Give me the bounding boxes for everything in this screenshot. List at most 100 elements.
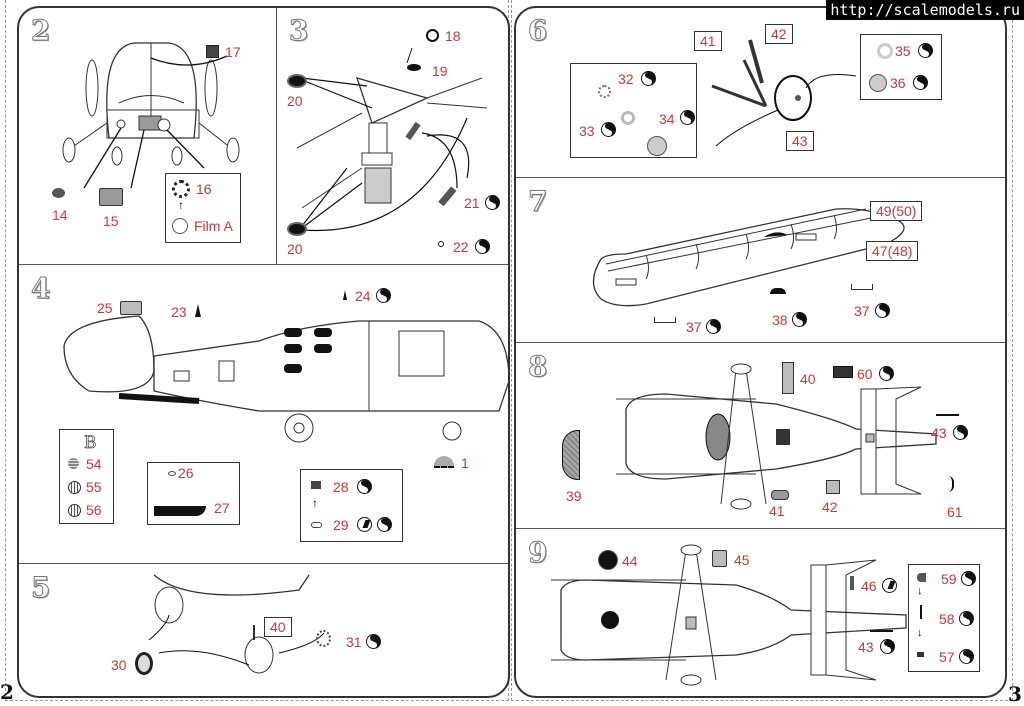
step-number: 8 — [527, 350, 548, 384]
part-14-icon — [52, 188, 65, 198]
helicopter-top-view-underside — [551, 544, 907, 686]
both-sides-icon — [953, 425, 968, 440]
part-label-29: 29 — [333, 517, 349, 533]
both-sides-icon — [913, 75, 928, 90]
part-17-icon — [206, 45, 219, 58]
part-label-15: 15 — [103, 213, 119, 229]
both-sides-icon — [485, 195, 500, 210]
part-61-icon — [948, 476, 954, 492]
part-label-14: 14 — [52, 207, 68, 223]
part-39-icon — [562, 430, 580, 480]
part-38-icon — [770, 288, 786, 294]
part-46-icon — [850, 576, 854, 590]
step-2-panel: 2 17 14 15 16 — [19, 8, 277, 265]
both-sides-icon — [879, 366, 894, 381]
part-label-31: 31 — [346, 634, 362, 650]
part-16-icon — [172, 180, 190, 198]
part-label-41: 41 — [769, 503, 785, 519]
step-number: 4 — [30, 272, 51, 306]
page-left: 2 17 14 15 16 — [17, 6, 510, 698]
part-label-38: 38 — [772, 312, 788, 328]
step-9-panel: 9 44 45 46 43 59 ↓ 58 ↓ — [516, 530, 1005, 696]
both-sides-icon — [366, 634, 381, 649]
part-label-44: 44 — [622, 553, 638, 569]
both-sides-icon — [792, 312, 807, 327]
part-54-icon — [68, 458, 79, 469]
helicopter-top-view — [616, 363, 937, 510]
part-label-22: 22 — [453, 239, 469, 255]
part-41-icon — [771, 490, 789, 500]
step-4-panel: 4 25 23 24 1 B 54 — [19, 266, 508, 564]
part-19-icon — [407, 64, 421, 71]
part-ref-43: 43 — [786, 131, 814, 151]
step-6-panel: 6 32 33 34 41 42 43 35 — [516, 8, 1005, 178]
part-56-icon — [68, 504, 81, 517]
step-number: 6 — [527, 14, 548, 48]
part-ref-42: 42 — [765, 24, 793, 44]
part-24-icon — [343, 290, 347, 300]
step-number: 7 — [527, 185, 548, 219]
page-number-right: 3 — [1008, 682, 1022, 706]
detail-box-26-27: 26 27 — [147, 462, 240, 525]
part-35-icon — [877, 43, 893, 59]
part-37-icon — [654, 317, 676, 323]
detail-box-35-36: 35 36 — [860, 34, 942, 100]
step-number: 3 — [288, 14, 309, 48]
both-sides-icon — [959, 611, 974, 626]
wheel-strut-drawing — [711, 39, 857, 147]
detail-box-57-59: 59 ↓ 58 ↓ 57 — [908, 564, 980, 672]
both-sides-icon — [706, 319, 721, 334]
both-sides-icon — [601, 122, 616, 137]
part-32-icon — [598, 85, 611, 98]
part-29-icon — [311, 522, 322, 528]
part-30-icon — [135, 652, 153, 675]
both-sides-icon — [641, 71, 656, 86]
part-label-25: 25 — [97, 300, 113, 316]
step-7-panel: 7 49(50) 47(48) 37 38 37 — [516, 179, 1005, 343]
rotor-head-drawing — [296, 47, 488, 232]
arrow-up-icon: ↑ — [178, 198, 184, 212]
step-8-panel: 8 39 40 60 43 41 42 61 — [516, 344, 1005, 529]
both-sides-icon — [680, 110, 695, 125]
part-label-60: 60 — [857, 366, 873, 382]
part-label-46: 46 — [861, 578, 877, 594]
both-sides-icon — [961, 571, 976, 586]
part-label-40: 40 — [800, 371, 816, 387]
part-15-icon — [99, 188, 123, 206]
part-label-17: 17 — [225, 44, 241, 60]
float-drawing — [592, 208, 905, 307]
part-25-icon — [120, 301, 142, 315]
part-label-32: 32 — [618, 71, 634, 87]
part-label-43: 43 — [931, 425, 947, 441]
both-sides-icon — [959, 649, 974, 664]
part-45-icon — [712, 550, 727, 567]
part-ref-49-50: 49(50) — [870, 201, 923, 221]
part-label-21: 21 — [464, 195, 480, 211]
part-59-icon — [917, 573, 926, 582]
part-57-icon — [917, 652, 924, 657]
trim-line-right — [511, 0, 1013, 701]
part-label-57: 57 — [939, 649, 955, 665]
part-ref-40: 40 — [264, 617, 292, 637]
part-60-icon — [833, 366, 853, 378]
part-label-59: 59 — [941, 571, 957, 587]
step-5-panel: 5 30 40 31 — [19, 565, 508, 696]
part-20-icon — [287, 222, 307, 236]
part-20-icon — [287, 74, 307, 88]
watermark: http://scalemodels.ru — [826, 0, 1024, 20]
part-label-55: 55 — [86, 479, 102, 495]
both-sides-icon — [918, 43, 933, 58]
part-ref-41: 41 — [694, 31, 722, 51]
part-22-icon — [438, 241, 444, 247]
part-43-icon — [870, 630, 893, 632]
both-sides-icon — [376, 288, 391, 303]
part-23-icon — [195, 304, 201, 317]
part-label-30: 30 — [111, 657, 127, 673]
part-label-34: 34 — [659, 111, 675, 127]
step-number: 5 — [30, 571, 51, 605]
both-sides-icon — [377, 517, 392, 532]
part-label-37: 37 — [854, 303, 870, 319]
part-label-36: 36 — [890, 75, 906, 91]
bend-icon — [882, 578, 897, 593]
part-44-icon — [598, 550, 618, 570]
